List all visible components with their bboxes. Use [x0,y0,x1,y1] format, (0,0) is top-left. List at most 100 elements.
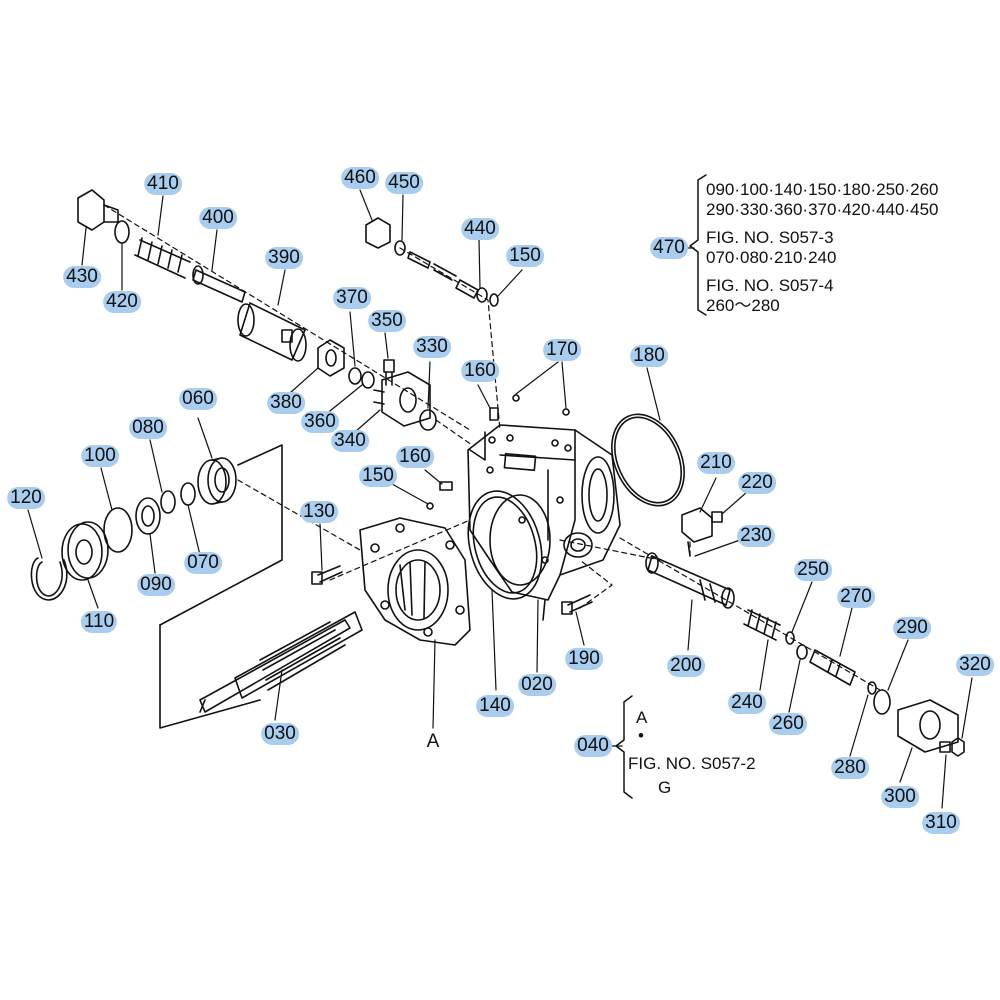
label-120[interactable]: 120 [7,487,45,509]
ring-450 [394,240,406,256]
label-280[interactable]: 280 [831,757,869,779]
label-150-side[interactable]: 150 [359,465,397,487]
label-420[interactable]: 420 [103,291,141,313]
bolt-130 [311,565,343,585]
valve-340 [373,371,431,427]
label-140[interactable]: 140 [476,695,514,717]
note-040-line2: • [638,726,644,745]
spring-240 [743,609,781,641]
note-470-line2: 290·330·360·370·420·440·450 [706,200,939,219]
seal-110 [61,521,109,581]
label-250[interactable]: 250 [794,559,832,581]
note-040-line1: A [636,708,648,727]
label-060[interactable]: 060 [179,388,217,410]
ring-070 [180,482,196,506]
pump-housing [467,424,621,621]
label-360[interactable]: 360 [301,411,339,433]
plug-430 [77,189,119,231]
label-170[interactable]: 170 [543,339,581,361]
label-400[interactable]: 400 [199,207,237,229]
nut-380 [317,339,345,377]
label-020[interactable]: 020 [518,674,556,696]
cover-300 [897,699,959,753]
label-220[interactable]: 220 [738,472,776,494]
label-270[interactable]: 270 [837,586,875,608]
label-180[interactable]: 180 [630,345,668,367]
label-040[interactable]: 040 [574,735,612,757]
label-330[interactable]: 330 [413,336,451,358]
bearing-090 [135,497,161,535]
ring-290 [873,689,891,715]
bolt-350 [383,359,395,386]
label-290[interactable]: 290 [893,617,931,639]
lever-210 [681,507,713,557]
note-040-line4: G [658,778,672,797]
ring-080 [160,490,176,514]
label-150-top[interactable]: 150 [506,245,544,267]
label-410[interactable]: 410 [144,173,182,195]
spool-400 [192,265,246,303]
label-160-side[interactable]: 160 [396,446,434,468]
label-440[interactable]: 440 [461,218,499,240]
leader-lines [27,189,973,809]
snap-ring-120 [30,557,68,601]
ring-260 [796,644,808,660]
label-070[interactable]: 070 [184,552,222,574]
label-260[interactable]: 260 [769,713,807,735]
pin-160 [489,407,499,421]
label-190[interactable]: 190 [565,648,603,670]
label-230[interactable]: 230 [737,525,775,547]
flange-ref-a: A [426,731,440,752]
label-430[interactable]: 430 [63,266,101,288]
label-340[interactable]: 340 [331,430,369,452]
label-320[interactable]: 320 [956,654,994,676]
screw-220 [711,511,723,523]
note-470-line3: FIG. NO. S057-3 [706,228,834,247]
label-030[interactable]: 030 [261,723,299,745]
label-310[interactable]: 310 [922,812,960,834]
group-bracket-top [159,444,283,626]
label-100[interactable]: 100 [81,445,119,467]
front-flange [359,517,471,646]
label-380[interactable]: 380 [267,392,305,414]
valve-stem-440 [407,251,488,303]
screw-170-a [512,394,520,402]
label-300[interactable]: 300 [881,786,919,808]
bearing-060 [197,457,237,505]
label-470[interactable]: 470 [650,237,688,259]
ring-250 [785,631,795,645]
plunger-270 [809,649,856,686]
plug-460 [365,217,391,249]
label-210[interactable]: 210 [697,452,735,474]
ring-150 [489,293,499,307]
label-370[interactable]: 370 [333,287,371,309]
bolt-190 [561,594,593,615]
label-110[interactable]: 110 [80,611,118,633]
sleeve-390 [237,302,307,362]
label-460[interactable]: 460 [341,167,379,189]
label-390[interactable]: 390 [265,247,303,269]
gasket-140 [467,490,543,600]
pin-160-side [439,481,453,491]
label-080[interactable]: 080 [129,417,167,439]
label-200[interactable]: 200 [667,655,705,677]
ring-370 [348,367,362,385]
shaft-030 [199,611,363,713]
label-090[interactable]: 090 [137,574,175,596]
note-470-line4: 070·080·210·240 [706,248,837,267]
assembly-lines [103,204,881,691]
label-240[interactable]: 240 [728,692,766,714]
label-160-top[interactable]: 160 [461,360,499,382]
note-470-line6: 260～280 [706,296,780,315]
note-470-line5: FIG. NO. S057-4 [706,276,834,295]
ring-150-small [426,502,434,510]
note-040-line3: FIG. NO. S057-2 [628,754,756,773]
label-130[interactable]: 130 [300,501,338,523]
label-450[interactable]: 450 [385,172,423,194]
o-ring-180 [611,413,685,507]
ring-420 [114,220,130,244]
ring-360 [361,371,375,389]
label-350[interactable]: 350 [368,310,406,332]
group-bracket [159,624,261,729]
